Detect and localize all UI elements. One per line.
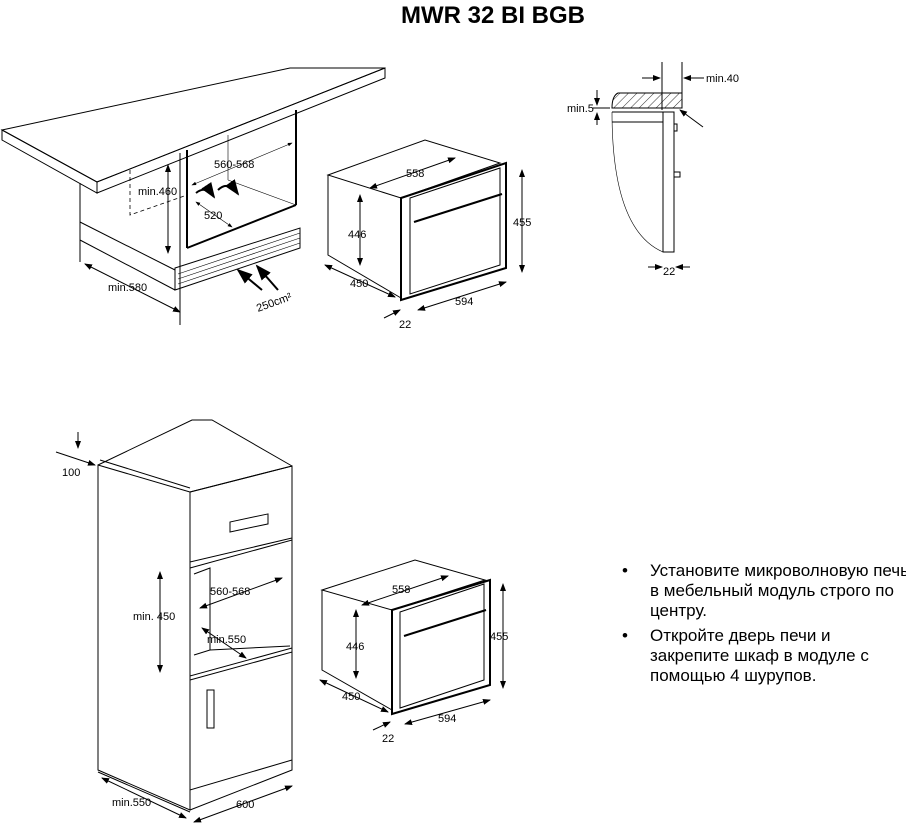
oven2-body-depth-label: 450	[342, 691, 360, 703]
oven2-front-height-label: 446	[346, 641, 364, 653]
oven2-height-label: 455	[490, 631, 508, 643]
vent-area-label: 250cm²	[255, 291, 294, 315]
width-label: 560-568	[214, 159, 254, 171]
oven-drawing-top: 558 446 455 450 594 22	[324, 139, 531, 331]
cabinet-depth-label: min.550	[207, 634, 246, 646]
cabinet-width-label: 560-568	[210, 586, 250, 598]
oven-drawing-bottom: 558 446 455 450 594 22	[319, 559, 508, 745]
cabinet-min-depth-label: min.550	[112, 797, 151, 809]
under-counter-drawing: 560-568 min.460 520 min.580 250cm²	[0, 67, 386, 325]
oven-width-label: 594	[455, 296, 473, 308]
installation-notes: Установите микроволновую печь в мебельны…	[622, 561, 906, 691]
height-label: min.460	[138, 186, 177, 198]
note-item: Откройте дверь печи и закрепите шкаф в м…	[622, 626, 906, 686]
oven2-width-label: 594	[438, 713, 456, 725]
top-gap-label: min.40	[706, 73, 739, 85]
side-door-label: 22	[663, 266, 675, 278]
note-item: Установите микроволновую печь в мебельны…	[622, 561, 906, 621]
oven2-door-label: 22	[382, 733, 394, 745]
oven-body-depth-label: 450	[350, 278, 368, 290]
page-title: MWR 32 BI BGB	[400, 2, 585, 29]
min-depth-label: min.580	[108, 282, 147, 294]
cabinet-total-width-label: 600	[236, 799, 254, 811]
oven-depth-label: 558	[406, 168, 424, 180]
oven2-depth-label: 558	[392, 584, 410, 596]
cabinet-top-label: 100	[62, 467, 80, 479]
vertical-gap-label: min.5	[567, 103, 594, 115]
oven-door-label: 22	[399, 319, 411, 331]
side-view-drawing: min.40 min.5 22	[567, 62, 739, 278]
depth-label: 520	[204, 210, 222, 222]
oven-front-height-label: 446	[348, 229, 366, 241]
tall-cabinet-drawing: 100 560-568 min. 450 min.550 min.550 600	[55, 419, 293, 823]
cabinet-height-label: min. 450	[133, 611, 175, 623]
oven-height-label: 455	[513, 217, 531, 229]
